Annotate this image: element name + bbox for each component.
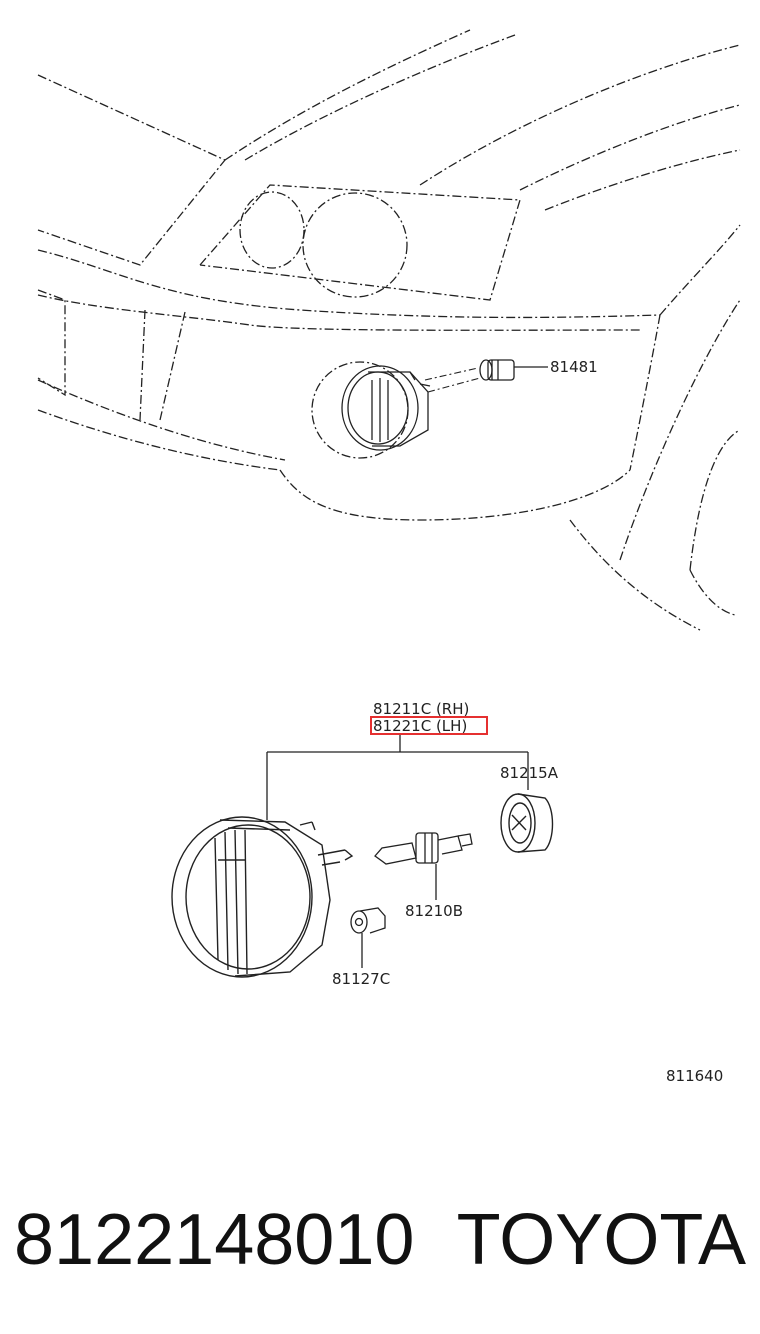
footer: 8122148010 TOYOTA	[0, 1185, 760, 1295]
callout-81210b: 81210B	[405, 902, 463, 920]
figure-code: 811640	[666, 1067, 723, 1085]
callout-81127c: 81127C	[332, 970, 390, 988]
socket-leader-dashed	[424, 367, 481, 393]
assembly-bracket-lines	[266, 735, 529, 820]
callout-81221c-lh: 81221C (LH)	[373, 717, 467, 735]
clip-illustration	[350, 907, 386, 934]
part-number: 8122148010	[14, 1200, 415, 1280]
callout-81215a: 81215A	[500, 764, 559, 782]
vehicle-front-illustration	[37, 29, 741, 631]
highlight-box-81221c	[370, 716, 488, 735]
fog-lamp-installed-illustration	[341, 365, 431, 451]
brand-name: TOYOTA	[456, 1200, 746, 1280]
bulb-illustration	[374, 832, 473, 865]
bulb-socket-illustration	[479, 359, 515, 381]
callout-81481: 81481	[550, 358, 598, 376]
fog-lamp-assembly-illustration	[171, 816, 354, 978]
socket-cover-illustration	[500, 793, 554, 853]
callout-81211c-rh: 81211C (RH)	[373, 700, 469, 718]
